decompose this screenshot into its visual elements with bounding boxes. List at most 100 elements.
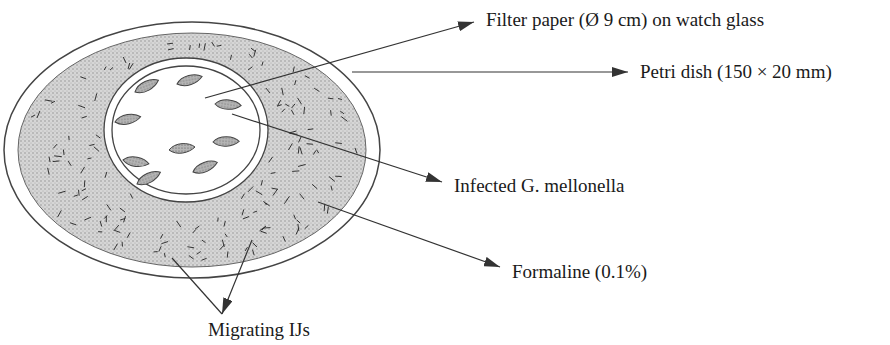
ij-stroke [63,150,65,155]
ij-stroke [110,67,113,70]
ij-stroke [273,189,278,195]
ij-stroke [298,164,306,166]
ij-stroke [256,191,262,195]
ij-stroke [202,258,207,260]
ij-stroke [305,225,309,228]
ij-stroke [84,217,91,220]
ij-stroke [164,253,166,257]
ij-stroke [312,184,317,188]
ij-stroke [217,45,222,47]
ij-stroke [264,227,271,228]
ij-stroke [307,143,313,145]
ij-stroke [96,135,100,138]
ij-stroke [291,110,294,115]
ij-stroke [260,226,266,231]
ij-stroke [189,255,194,259]
ij-stroke [283,236,285,241]
ij-stroke [37,111,40,118]
ij-stroke [308,128,314,130]
ij-stroke [288,143,292,150]
ij-stroke [212,42,215,46]
filter-paper [112,66,260,194]
ij-stroke [292,104,296,108]
ij-stroke [282,88,283,95]
ij-stroke [197,252,201,255]
ij-stroke [292,170,299,172]
ij-stroke [298,146,300,153]
ij-stroke [329,177,335,182]
ij-stroke [114,230,120,232]
ij-stroke [161,234,163,238]
ij-stroke [313,150,316,154]
ij-stroke [262,62,263,66]
ij-stroke [243,217,249,219]
larva [176,73,203,87]
ij-stroke [251,48,255,51]
leader-line [222,240,252,314]
ij-stroke [217,218,218,222]
larva [133,77,161,95]
callout-label: Petri dish (150 × 20 mm) [638,62,834,83]
larva [114,113,141,125]
ij-stroke [94,147,99,152]
ij-stroke [199,43,200,47]
ij-stroke [78,190,80,196]
ij-stroke [120,218,125,219]
ij-stroke [341,117,347,122]
ij-stroke [53,160,60,162]
ij-stroke [269,157,273,163]
ij-stroke [285,104,289,106]
ij-stroke [260,231,266,233]
ij-stroke [53,144,57,148]
ij-stroke [120,208,125,212]
ij-stroke [299,137,302,143]
ij-stroke [298,98,302,104]
ij-stroke [82,196,88,200]
ij-stroke [204,43,205,50]
ij-stroke [74,195,78,196]
ij-stroke [104,67,106,70]
ij-stroke [253,211,257,212]
ij-stroke [248,67,252,70]
ij-stroke [104,216,107,219]
ij-stroke [82,116,87,118]
larva [214,98,241,112]
ij-stroke [249,54,252,58]
ij-stroke [355,148,357,153]
ij-stroke [81,167,85,173]
ij-stroke [80,77,86,79]
ij-stroke [295,80,296,85]
ij-stroke [293,67,294,73]
ij-stroke [48,168,50,175]
ij-stroke [220,245,225,250]
ij-stroke [224,221,225,227]
watch-glass [104,58,268,202]
ij-stroke [58,191,65,193]
ij-stroke [100,221,102,226]
migrating-ijs [31,42,357,260]
ij-stroke [317,150,319,153]
ij-stroke [98,231,102,232]
ij-stroke [78,105,85,107]
ij-stroke [168,49,174,50]
ij-stroke [31,115,35,117]
leader-line [232,114,442,182]
callout-label: Filter paper (Ø 9 cm) on watch glass [484,10,766,31]
ij-stroke [202,240,206,243]
ij-stroke [294,215,296,220]
ij-stroke [338,98,342,100]
ij-stroke [340,111,344,114]
callout-label: Migrating IJs [206,320,312,341]
ij-stroke [266,88,270,93]
ij-stroke [187,247,194,248]
ij-stroke [241,194,244,199]
ij-stroke [189,45,191,50]
leader-line [205,22,474,98]
ij-stroke [130,194,132,199]
ij-stroke [70,223,76,225]
ij-stroke [123,57,126,63]
ij-stroke [167,43,173,45]
ij-stroke [122,242,123,247]
ij-stroke [195,226,199,229]
